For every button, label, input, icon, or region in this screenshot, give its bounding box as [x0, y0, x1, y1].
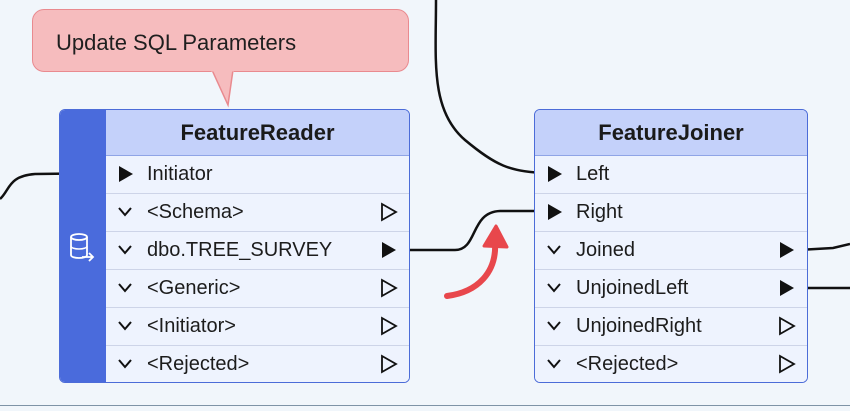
output-port-filled-arrow-icon[interactable]	[778, 240, 796, 260]
port-label: Initiator	[147, 163, 213, 185]
port-label: Right	[576, 201, 623, 223]
output-port-unjoinedright[interactable]: UnjoinedRight	[535, 308, 807, 346]
port-label: <Generic>	[147, 277, 241, 299]
output-port-unjoinedleft[interactable]: UnjoinedLeft	[535, 270, 807, 308]
output-port-schema[interactable]: <Schema>	[106, 194, 409, 232]
input-port-left[interactable]: Left	[535, 156, 807, 194]
annotation-pointer	[211, 70, 234, 108]
output-port-hollow-arrow-icon[interactable]	[380, 278, 398, 298]
port-label: UnjoinedRight	[576, 315, 702, 337]
connection-joined[interactable]	[797, 242, 850, 252]
port-label: <Schema>	[147, 201, 244, 223]
feature-reader-transformer[interactable]: FeatureReader Initiator <Schema> dbo.TRE…	[59, 109, 410, 383]
chevron-down-icon[interactable]	[546, 243, 562, 257]
port-label: <Rejected>	[147, 353, 250, 375]
output-port-hollow-arrow-icon[interactable]	[380, 202, 398, 222]
input-port-arrow-icon	[119, 166, 133, 182]
chevron-down-icon[interactable]	[546, 357, 562, 371]
input-port-right[interactable]: Right	[535, 194, 807, 232]
chevron-down-icon[interactable]	[546, 319, 562, 333]
input-port-initiator[interactable]: Initiator	[106, 156, 409, 194]
chevron-down-icon[interactable]	[117, 205, 133, 219]
chevron-down-icon[interactable]	[117, 243, 133, 257]
database-reader-icon	[70, 233, 95, 262]
output-port-joined[interactable]: Joined	[535, 232, 807, 270]
output-port-hollow-arrow-icon[interactable]	[778, 354, 796, 374]
port-label: <Rejected>	[576, 353, 679, 375]
transformer-title: FeatureReader	[106, 110, 409, 156]
port-label: dbo.TREE_SURVEY	[147, 239, 333, 261]
chevron-down-icon[interactable]	[117, 319, 133, 333]
connection-tree-survey-to-right[interactable]	[400, 209, 545, 252]
input-port-arrow-icon	[548, 166, 562, 182]
port-label: Left	[576, 163, 610, 185]
chevron-down-icon[interactable]	[117, 281, 133, 295]
highlight-arrow	[444, 224, 509, 299]
transformer-title: FeatureJoiner	[535, 110, 807, 156]
output-port-initiator[interactable]: <Initiator>	[106, 308, 409, 346]
output-port-hollow-arrow-icon[interactable]	[380, 354, 398, 374]
chevron-down-icon[interactable]	[117, 357, 133, 371]
connection-left[interactable]	[434, 0, 546, 175]
output-port-hollow-arrow-icon[interactable]	[778, 316, 796, 336]
output-port-generic[interactable]: <Generic>	[106, 270, 409, 308]
input-port-arrow-icon	[548, 204, 562, 220]
output-port-filled-arrow-icon[interactable]	[380, 240, 398, 260]
canvas-bottom-border	[0, 405, 850, 406]
port-label: <Initiator>	[147, 315, 236, 337]
output-port-rejected[interactable]: <Rejected>	[535, 346, 807, 382]
port-label: Joined	[576, 239, 635, 261]
annotation-text: Update SQL Parameters	[56, 30, 297, 55]
connection-initiator[interactable]	[0, 171, 117, 200]
feature-joiner-transformer[interactable]: FeatureJoiner Left Right Joined Unjoined…	[534, 109, 808, 383]
transformer-side-bar	[60, 110, 106, 382]
annotation-bubble[interactable]: Update SQL Parameters	[32, 9, 409, 72]
output-port-hollow-arrow-icon[interactable]	[380, 316, 398, 336]
output-port-tree-survey[interactable]: dbo.TREE_SURVEY	[106, 232, 409, 270]
port-label: UnjoinedLeft	[576, 277, 689, 299]
output-port-rejected[interactable]: <Rejected>	[106, 346, 409, 382]
chevron-down-icon[interactable]	[546, 281, 562, 295]
output-port-filled-arrow-icon[interactable]	[778, 278, 796, 298]
